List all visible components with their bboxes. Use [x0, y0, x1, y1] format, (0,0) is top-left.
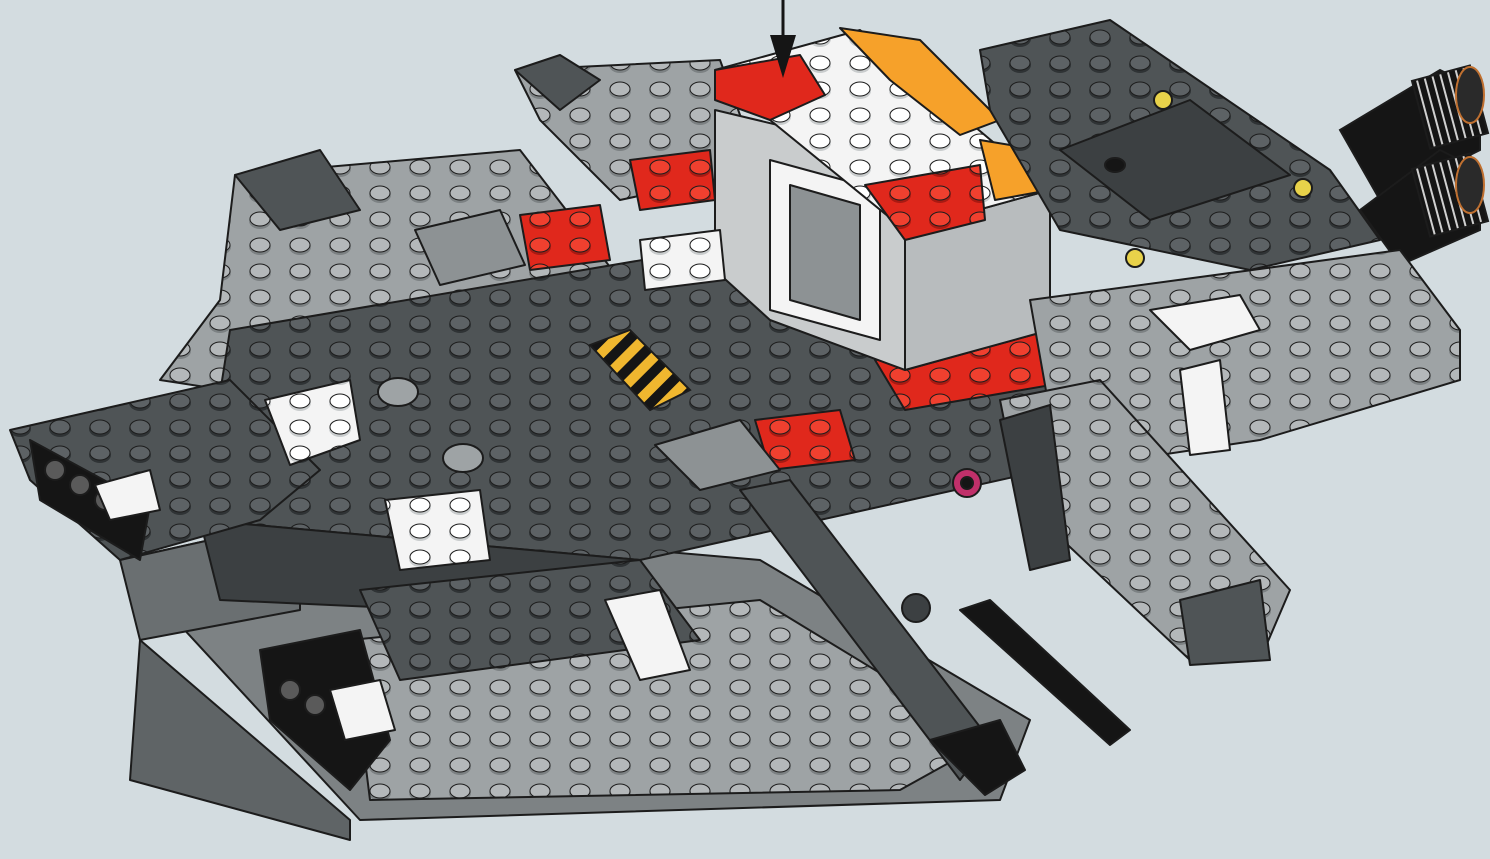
red-plate-rear — [630, 150, 715, 210]
right-wing — [1000, 250, 1460, 665]
red-plate-left — [520, 205, 610, 270]
